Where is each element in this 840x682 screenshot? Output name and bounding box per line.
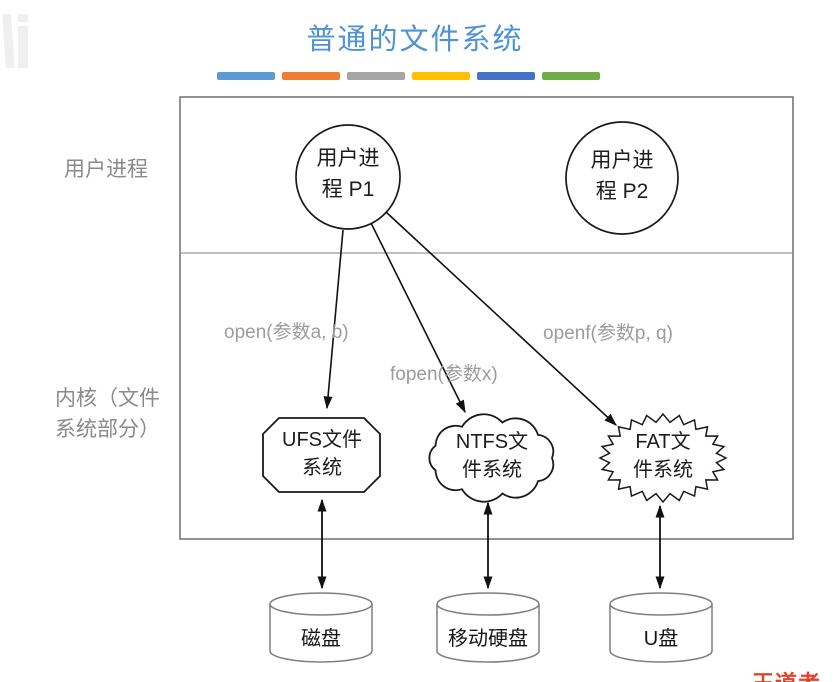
- ntfs-label-line1: NTFS文: [455, 431, 529, 453]
- decor-bar: [282, 72, 340, 80]
- kernel-label: 内核（文件 系统部分）: [55, 383, 160, 445]
- ufs-label-line1: UFS文件: [282, 429, 362, 451]
- decor-bar: [542, 72, 600, 80]
- process-p1-line1: 用户进: [316, 147, 380, 170]
- arrow-p1-to-fat: [385, 211, 617, 426]
- process-p2-label: 用户进 程 P2: [567, 145, 677, 207]
- arrow-p1-to-ufs: [323, 229, 344, 410]
- ntfs-label-line2: 件系统: [462, 459, 522, 481]
- process-p2-circle: [565, 121, 679, 235]
- ufs-label-line2: 系统: [302, 457, 342, 479]
- decor-bar: [412, 72, 470, 80]
- decor-bar: [217, 72, 275, 80]
- usb-cylinder: [609, 592, 713, 663]
- process-p1-line2: 程 P1: [321, 178, 375, 201]
- ntfs-label: NTFS文 件系统: [433, 428, 551, 484]
- brand-watermark: 王道考研: [752, 666, 840, 682]
- fat-label-line2: 件系统: [633, 459, 693, 481]
- mobile-hdd-label: 移动硬盘: [448, 628, 528, 650]
- syscall-openf-label: openf(参数p, q): [543, 323, 673, 344]
- fat-label-line1: FAT文: [635, 431, 691, 453]
- page-title: 普通的文件系统: [306, 22, 524, 56]
- ufs-octagon-shape: [262, 417, 381, 493]
- decor-bar: [347, 72, 405, 80]
- ntfs-cloud-shape: [428, 413, 555, 503]
- process-p1-label: 用户进 程 P1: [293, 143, 403, 205]
- ufs-label: UFS文件 系统: [263, 426, 381, 482]
- process-p1-circle: [295, 124, 401, 230]
- process-p2-line2: 程 P2: [595, 180, 649, 203]
- syscall-fopen-label: fopen(参数x): [390, 364, 498, 385]
- process-p2-line1: 用户进: [590, 149, 654, 172]
- usb-label: U盘: [643, 628, 679, 650]
- syscall-open-label: open(参数a, b): [224, 322, 349, 343]
- disk-label: 磁盘: [301, 628, 341, 650]
- decor-bar: [477, 72, 535, 80]
- user-space-label: 用户进程: [64, 158, 148, 181]
- faint-logo-watermark: [2, 12, 48, 70]
- disk-cylinder: [269, 592, 373, 663]
- fat-label: FAT文 件系统: [604, 428, 722, 484]
- kernel-label-line1: 内核（文件: [55, 387, 160, 410]
- arrow-p1-to-ntfs: [370, 222, 466, 414]
- fat-starburst-shape: [598, 412, 728, 504]
- kernel-label-line2: 系统部分）: [55, 418, 160, 441]
- decor-bars: [217, 72, 600, 80]
- mobile-hdd-cylinder: [436, 592, 540, 663]
